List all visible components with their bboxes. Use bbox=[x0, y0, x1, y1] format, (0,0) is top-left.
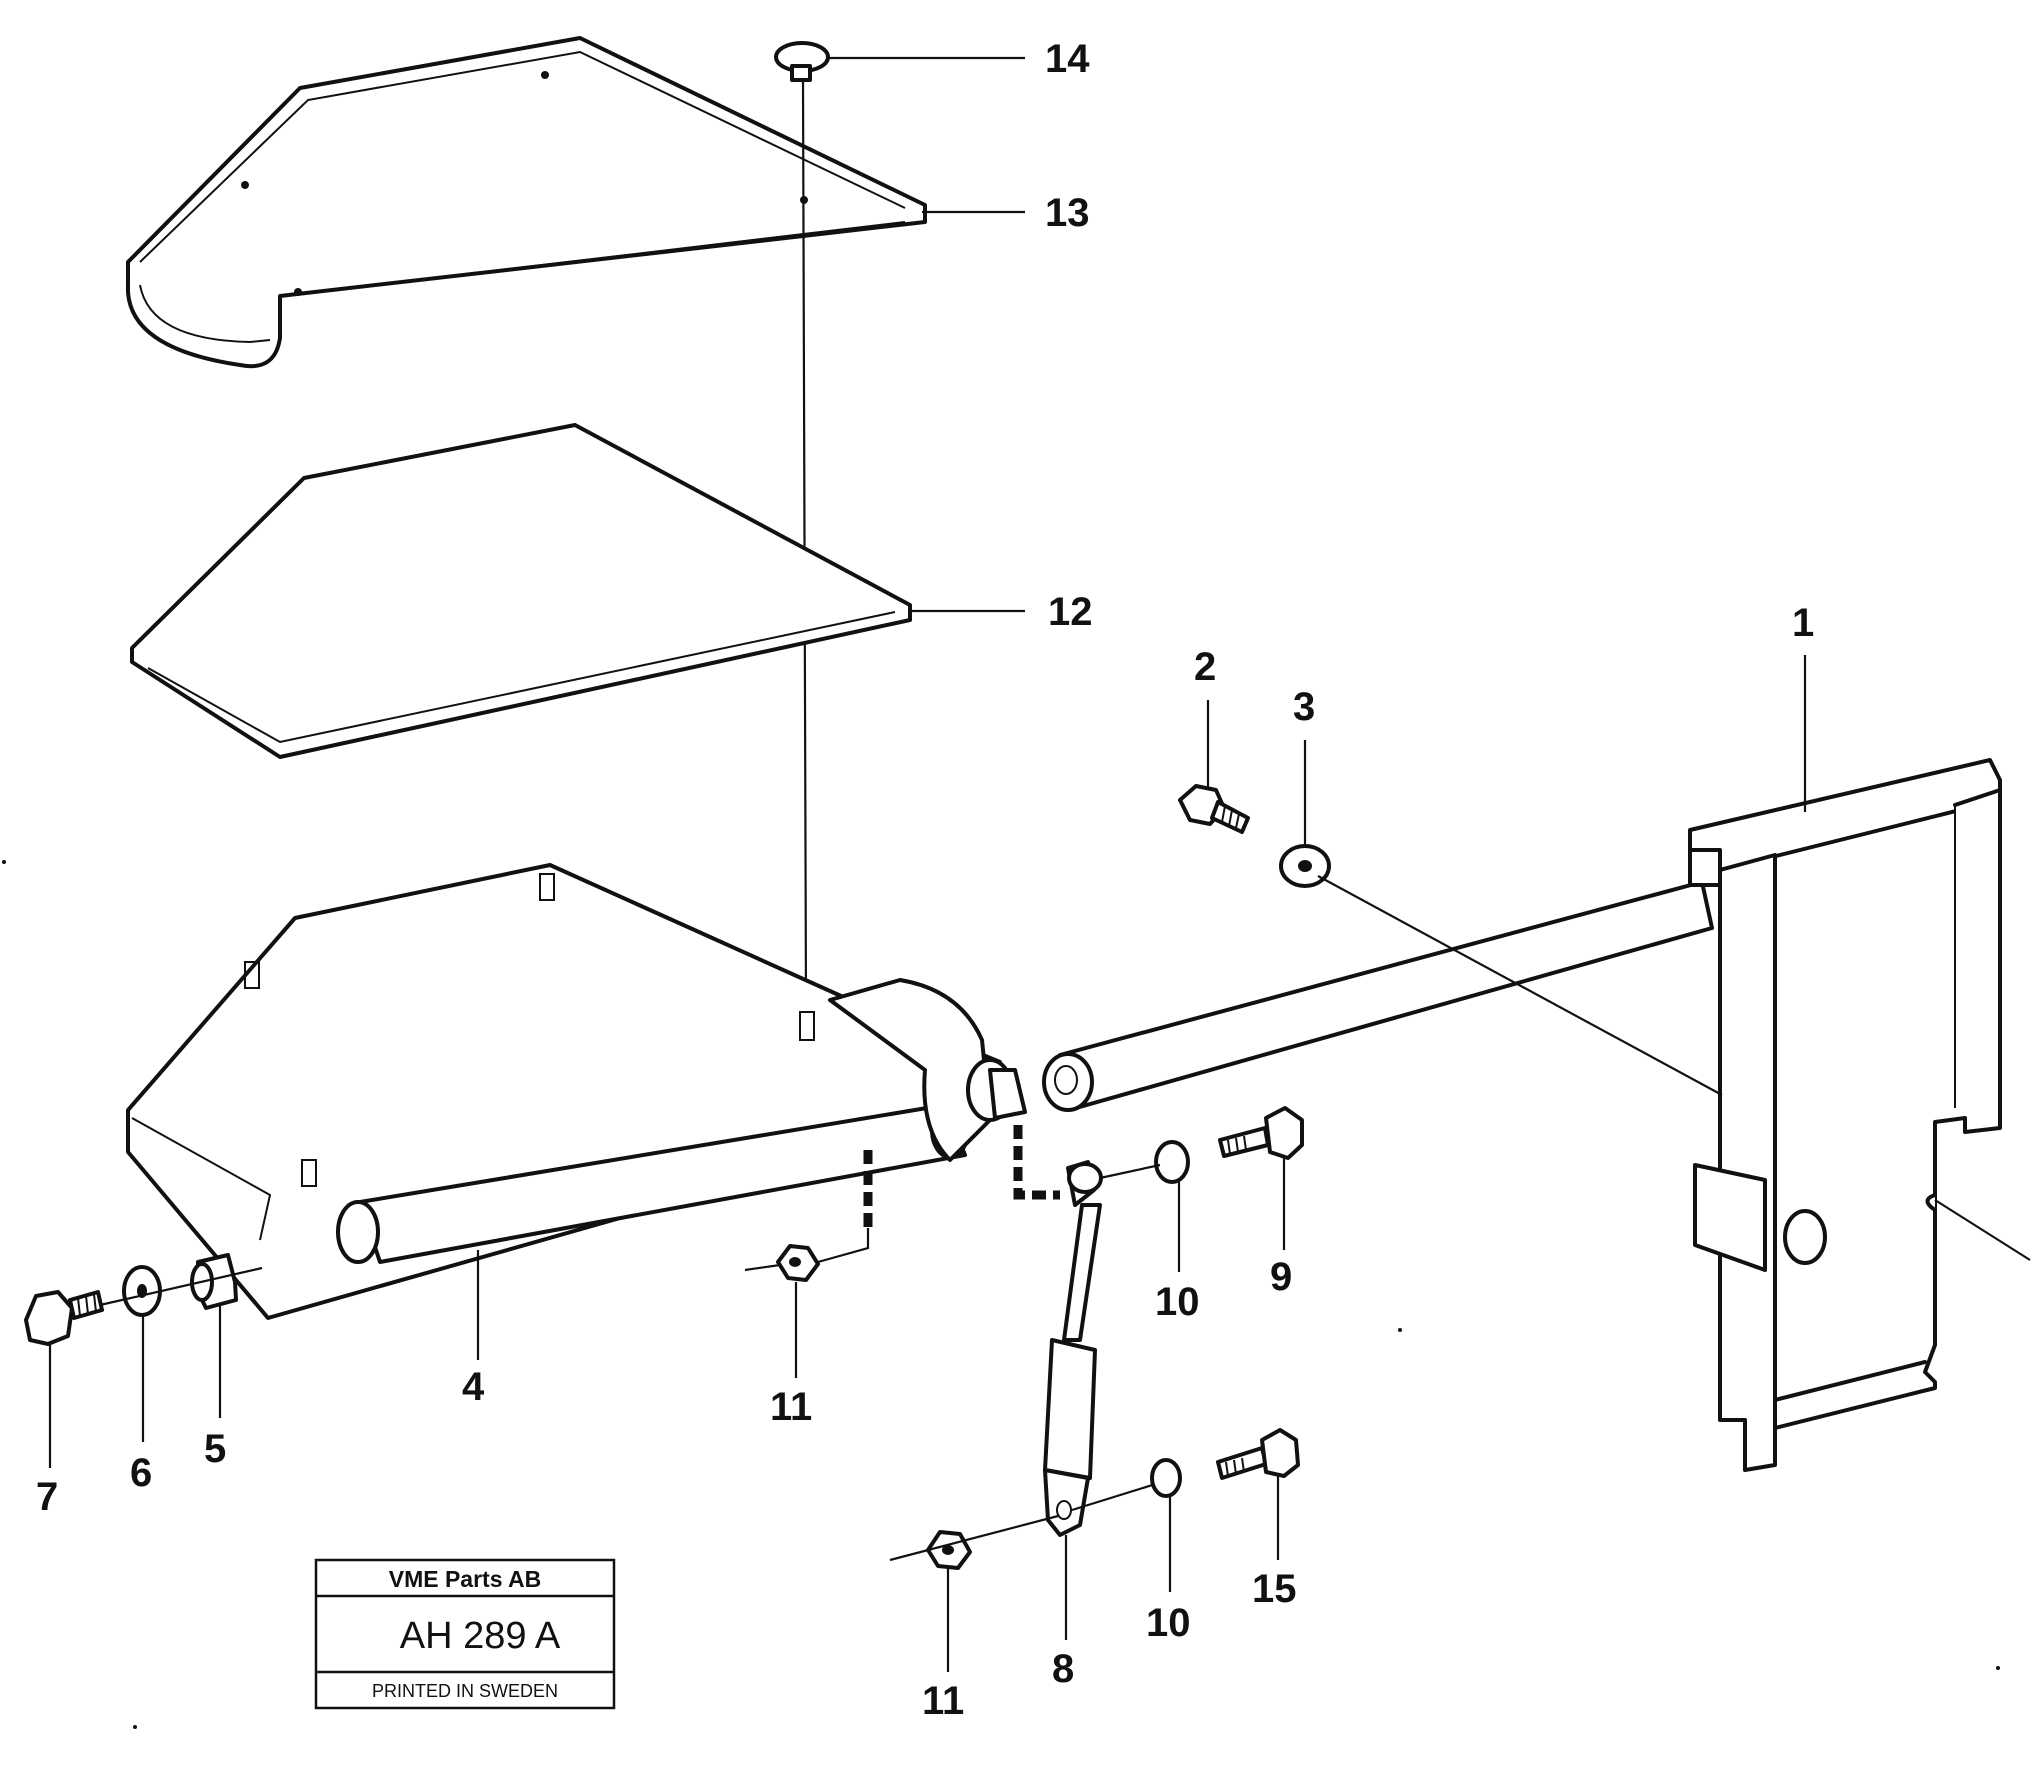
washer-10-lower bbox=[1150, 1458, 1182, 1498]
callout-14: 14 bbox=[1045, 37, 1090, 81]
callout-1: 1 bbox=[1792, 601, 1814, 645]
assembly-line-15 bbox=[1071, 1480, 1163, 1512]
callout-10-upper: 10 bbox=[1155, 1280, 1200, 1324]
printed-in: PRINTED IN SWEDEN bbox=[372, 1681, 558, 1701]
push-clip bbox=[774, 41, 830, 82]
assembly-line-3 bbox=[1317, 875, 1723, 1096]
nut-11-upper bbox=[776, 1244, 820, 1282]
pad-plate bbox=[130, 423, 912, 759]
bolt-15 bbox=[1216, 1428, 1300, 1480]
assembly-line-11-lower bbox=[889, 1514, 1059, 1562]
callout-3: 3 bbox=[1293, 685, 1315, 729]
bolt-9 bbox=[1218, 1106, 1304, 1160]
callout-4: 4 bbox=[462, 1365, 485, 1409]
leader-lines bbox=[48, 56, 1807, 1672]
company-name: VME Parts AB bbox=[389, 1566, 542, 1592]
assembly-line-7 bbox=[99, 1266, 263, 1307]
nut-11-lower bbox=[926, 1530, 972, 1570]
bolt-2 bbox=[1178, 784, 1250, 834]
callout-9: 9 bbox=[1270, 1255, 1292, 1299]
callout-10-lower: 10 bbox=[1146, 1601, 1191, 1645]
assembly-axis-line bbox=[801, 79, 808, 1006]
tube-bracket bbox=[828, 978, 1027, 1162]
callout-11-upper: 11 bbox=[770, 1385, 812, 1429]
dash-path-right bbox=[1013, 1125, 1060, 1200]
callout-11-lower: 11 bbox=[922, 1679, 964, 1723]
callout-6: 6 bbox=[130, 1451, 152, 1495]
support-frame bbox=[1042, 758, 2002, 1472]
armrest-cover bbox=[125, 36, 927, 369]
callout-12: 12 bbox=[1048, 590, 1093, 634]
callout-5: 5 bbox=[204, 1427, 226, 1471]
bolt-7 bbox=[24, 1290, 104, 1346]
callout-7: 7 bbox=[36, 1475, 58, 1519]
gas-spring bbox=[1043, 1160, 1103, 1537]
callout-8: 8 bbox=[1052, 1647, 1074, 1691]
washer-3 bbox=[1279, 844, 1331, 888]
callout-2: 2 bbox=[1194, 645, 1216, 689]
callout-13: 13 bbox=[1045, 191, 1090, 235]
callout-15: 15 bbox=[1252, 1567, 1297, 1611]
drawing-number: AH 289 A bbox=[400, 1615, 561, 1657]
assembly-line-9 bbox=[1099, 1163, 1161, 1180]
washer-6 bbox=[122, 1265, 162, 1317]
washer-10-upper bbox=[1154, 1140, 1190, 1184]
assembly-line-frame bbox=[1934, 1199, 2031, 1261]
title-block: VME Parts AB AH 289 A PRINTED IN SWEDEN bbox=[314, 1558, 616, 1710]
base-plate bbox=[126, 863, 1002, 1320]
assembly-line-11-upper bbox=[744, 1228, 870, 1272]
callout-labels: 14 13 12 1 2 3 4 5 6 7 11 10 9 8 10 15 1… bbox=[36, 37, 1814, 1723]
